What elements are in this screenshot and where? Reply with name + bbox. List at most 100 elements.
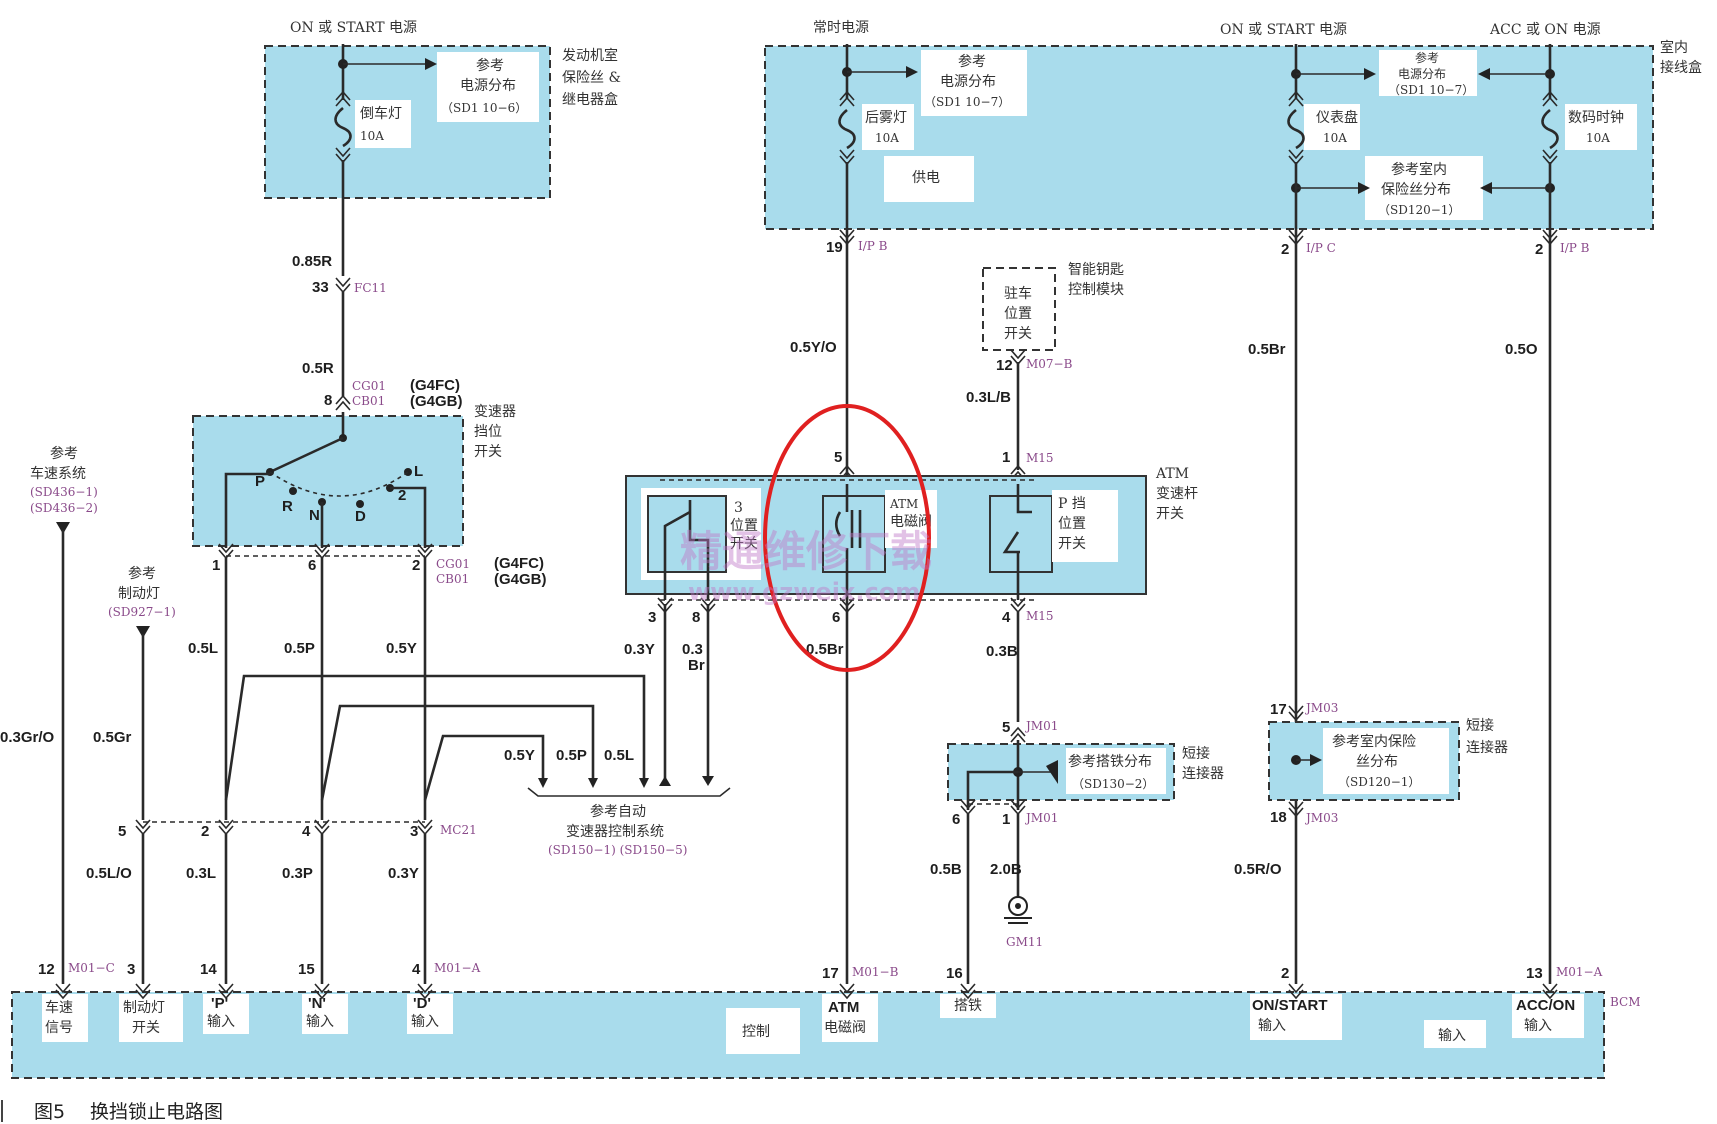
bcm-p-line2: 输入: [207, 1014, 235, 1030]
bcm-n-line2: 输入: [306, 1014, 334, 1030]
bcm-d-line2: 输入: [411, 1014, 439, 1030]
rear-fog-fuse-name: 后雾灯: [865, 110, 907, 126]
interior-ref2-line2: 电源分布: [1398, 67, 1446, 81]
connector-fc11: FC11: [354, 281, 387, 295]
p-switch-line1: P 挡: [1058, 496, 1086, 512]
wire-05b: 0.5B: [930, 861, 962, 878]
wire-03p: 0.3P: [282, 865, 313, 882]
supply-label: 供电: [912, 170, 940, 186]
interior-junction-box: 参考 电源分布 （SD1 10−7） 后雾灯 10A 供电 参考 电源分布 （S…: [764, 45, 1654, 230]
interior-ref1-line1: 参考: [958, 53, 986, 70]
shift-pos-r: R: [282, 498, 293, 515]
engine-code-g4fc: (G4FC): [410, 377, 460, 394]
tcm-ref-line3: (SD150−1) (SD150−5): [548, 843, 687, 857]
speed-ref-line3: (SD436−1): [30, 485, 98, 499]
connector-mc21: MC21: [440, 823, 477, 837]
clock-fuse-name: 数码时钟: [1568, 109, 1624, 126]
clock-fuse-amp: 10A: [1586, 131, 1610, 145]
wire-05l-tcm: 0.5L: [604, 747, 634, 764]
bcm-atm-line2: 电磁阀: [824, 1020, 866, 1036]
pin-19: 19: [826, 239, 843, 256]
three-pos-switch-line1: 3: [734, 500, 743, 516]
wire-05y-tcm: 0.5Y: [504, 747, 535, 764]
pin-2-ipc: 2: [1281, 241, 1289, 258]
bcm-accon-line1: ACC/ON: [1516, 997, 1575, 1014]
shift-pos-p: P: [255, 473, 265, 490]
speed-ref-line1: 参考: [50, 445, 78, 462]
connector-m07: M07−B: [1026, 357, 1073, 371]
bcm-pin-2: 2: [1281, 965, 1289, 982]
watermark-cn: 精通维修下载: [680, 527, 932, 576]
shift-switch-name-line1: 变速器: [474, 404, 516, 420]
park-position-switch-ref: 驻车 位置 开关: [982, 267, 1056, 351]
wire-03y: 0.3Y: [624, 641, 655, 658]
pin-8-atm: 8: [692, 609, 700, 626]
wire-085r: 0.85R: [292, 253, 332, 270]
fuse-ref-line1: 参考室内保险: [1332, 733, 1416, 750]
arrow-right-icon: [906, 66, 918, 78]
brake-ref-line1: 参考: [128, 565, 156, 582]
pin-18: 18: [1270, 809, 1287, 826]
bcm-speed-line2: 信号: [45, 1020, 73, 1036]
connector-gm11: GM11: [1006, 935, 1043, 949]
wire-05gr: 0.5Gr: [93, 729, 132, 746]
ground-box-name-line1: 短接: [1182, 745, 1210, 762]
connector-m01-c: M01−C: [68, 961, 115, 975]
bcm-pin-14: 14: [200, 961, 217, 978]
bcm-atm-line1: ATM: [828, 999, 859, 1016]
arrow-left-icon: [1478, 68, 1490, 80]
connector-m01-b: M01−B: [852, 965, 899, 979]
reverse-lamp-fuse-amp: 10A: [360, 129, 384, 143]
pin-33: 33: [312, 279, 329, 296]
ground-icon: [1004, 896, 1032, 924]
bcm-pin-3: 3: [127, 961, 135, 978]
tcm-ref-line2: 变速器控制系统: [566, 824, 664, 840]
connector-m01-a: M01−A: [434, 961, 481, 975]
interior-ref3-line1: 参考室内: [1391, 161, 1447, 178]
engine-box-name-line1: 发动机室: [562, 47, 618, 64]
wire-20b: 2.0B: [990, 861, 1022, 878]
interior-box-name-line2: 接线盒: [1660, 59, 1702, 76]
interior-ref2-line1: 参考: [1415, 50, 1439, 65]
connector-cg01-b: CG01: [436, 557, 470, 571]
bcm-p-line1: 'P': [211, 995, 228, 1012]
connector-jm01-bottom: JM01: [1024, 811, 1058, 825]
bcm-speed-line1: 车速: [45, 999, 73, 1016]
shift-pos-n: N: [309, 507, 320, 524]
connector-m15-bottom: M15: [1026, 609, 1054, 623]
shift-switch-name-line2: 挡位: [474, 424, 502, 440]
wire-05p-tcm: 0.5P: [556, 747, 587, 764]
tcm-ref-line1: 参考自动: [590, 803, 646, 820]
park-switch-line3: 开关: [1004, 326, 1032, 342]
ground-ref-line2: （SD130−2）: [1072, 777, 1154, 791]
arrow-right-icon: [1364, 68, 1376, 80]
bcm-d-line1: 'D': [413, 995, 431, 1012]
wire-05yo: 0.5Y/O: [790, 339, 837, 356]
wire-br: Br: [688, 657, 705, 674]
atm-solenoid-line2: 电磁阀: [890, 514, 932, 530]
power-label-on-start-left: ON 或 START 电源: [290, 20, 417, 36]
arrow-left-icon: [1480, 182, 1492, 194]
pin-1-jm01: 1: [1002, 811, 1010, 828]
cluster-fuse-amp: 10A: [1323, 131, 1347, 145]
bcm-ground: 搭铁: [954, 998, 982, 1014]
arrow-right-icon: [425, 58, 437, 70]
wire-05l: 0.5L: [188, 640, 218, 657]
pin-2-ipb: 2: [1535, 241, 1543, 258]
interior-box-name-line1: 室内: [1660, 39, 1688, 56]
pin-5-mc21: 5: [118, 823, 126, 840]
rear-fog-fuse-amp: 10A: [875, 131, 899, 145]
engine-code-g4fc-2: (G4FC): [494, 555, 544, 572]
shift-pos-l: L: [414, 463, 423, 480]
speed-ref-line4: (SD436−2): [30, 501, 98, 515]
pin-4-atm: 4: [1002, 609, 1011, 626]
shift-pos-2: 2: [398, 487, 406, 504]
wire-03lb: 0.3L/B: [966, 389, 1011, 406]
pin-2-mc21: 2: [201, 823, 209, 840]
bcm-box: [11, 991, 1605, 1079]
pin-1-atm: 1: [1002, 449, 1010, 466]
interior-ref3-line2: 保险丝分布: [1381, 182, 1451, 198]
pin-2: 2: [412, 557, 420, 574]
engine-box-name-line2: 保险丝 &: [562, 70, 621, 86]
connector-cb01-b: CB01: [436, 572, 469, 586]
